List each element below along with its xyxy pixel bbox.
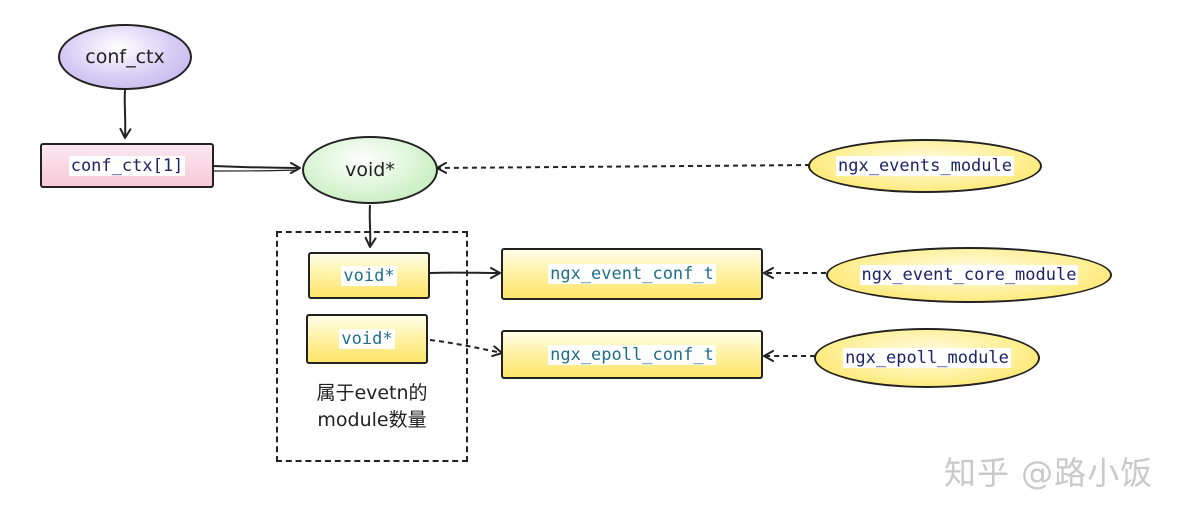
- void-slot-0-label: void*: [341, 265, 397, 286]
- group-caption: 属于evetn的 module数量: [276, 380, 468, 434]
- ngx-event-conf-t-label: ngx_event_conf_t: [548, 264, 716, 284]
- ngx-event-core-module-label: ngx_event_core_module: [859, 265, 1079, 285]
- void-slot-1-label: void*: [339, 329, 395, 349]
- ngx-epoll-conf-t-label: ngx_epoll_conf_t: [548, 344, 716, 365]
- conf-ctx-label: conf_ctx: [85, 46, 165, 68]
- ngx-epoll-module-node: ngx_epoll_module: [814, 328, 1040, 388]
- watermark-text: 知乎 @路小饭: [944, 454, 1154, 492]
- conf-ctx-node: conf_ctx: [58, 24, 192, 90]
- module-slot-group: [276, 231, 468, 462]
- conf-ctx-array-node: conf_ctx[1]: [40, 143, 214, 188]
- void-pointer-label: void*: [345, 159, 395, 181]
- group-caption-line2: module数量: [317, 409, 427, 431]
- arrow-events-module-to-void: [436, 161, 811, 174]
- ngx-events-module-label: ngx_events_module: [836, 156, 1014, 176]
- arrow-void-to-slots: [364, 204, 377, 248]
- conf-ctx-array-label: conf_ctx[1]: [68, 155, 186, 176]
- ngx-event-conf-t-node: ngx_event_conf_t: [501, 248, 763, 300]
- ngx-epoll-module-label: ngx_epoll_module: [843, 348, 1011, 368]
- ngx-event-core-module-node: ngx_event_core_module: [826, 247, 1112, 303]
- arrow-conf-ctx-to-array: [119, 89, 132, 139]
- void-slot-1-node: void*: [306, 314, 428, 364]
- arrow-array-to-void: [212, 161, 301, 174]
- ngx-events-module-node: ngx_events_module: [808, 139, 1042, 193]
- ngx-epoll-conf-t-node: ngx_epoll_conf_t: [501, 330, 763, 379]
- void-pointer-node: void*: [302, 136, 438, 204]
- group-caption-line1: 属于evetn的: [316, 382, 428, 404]
- void-slot-0-node: void*: [308, 252, 430, 299]
